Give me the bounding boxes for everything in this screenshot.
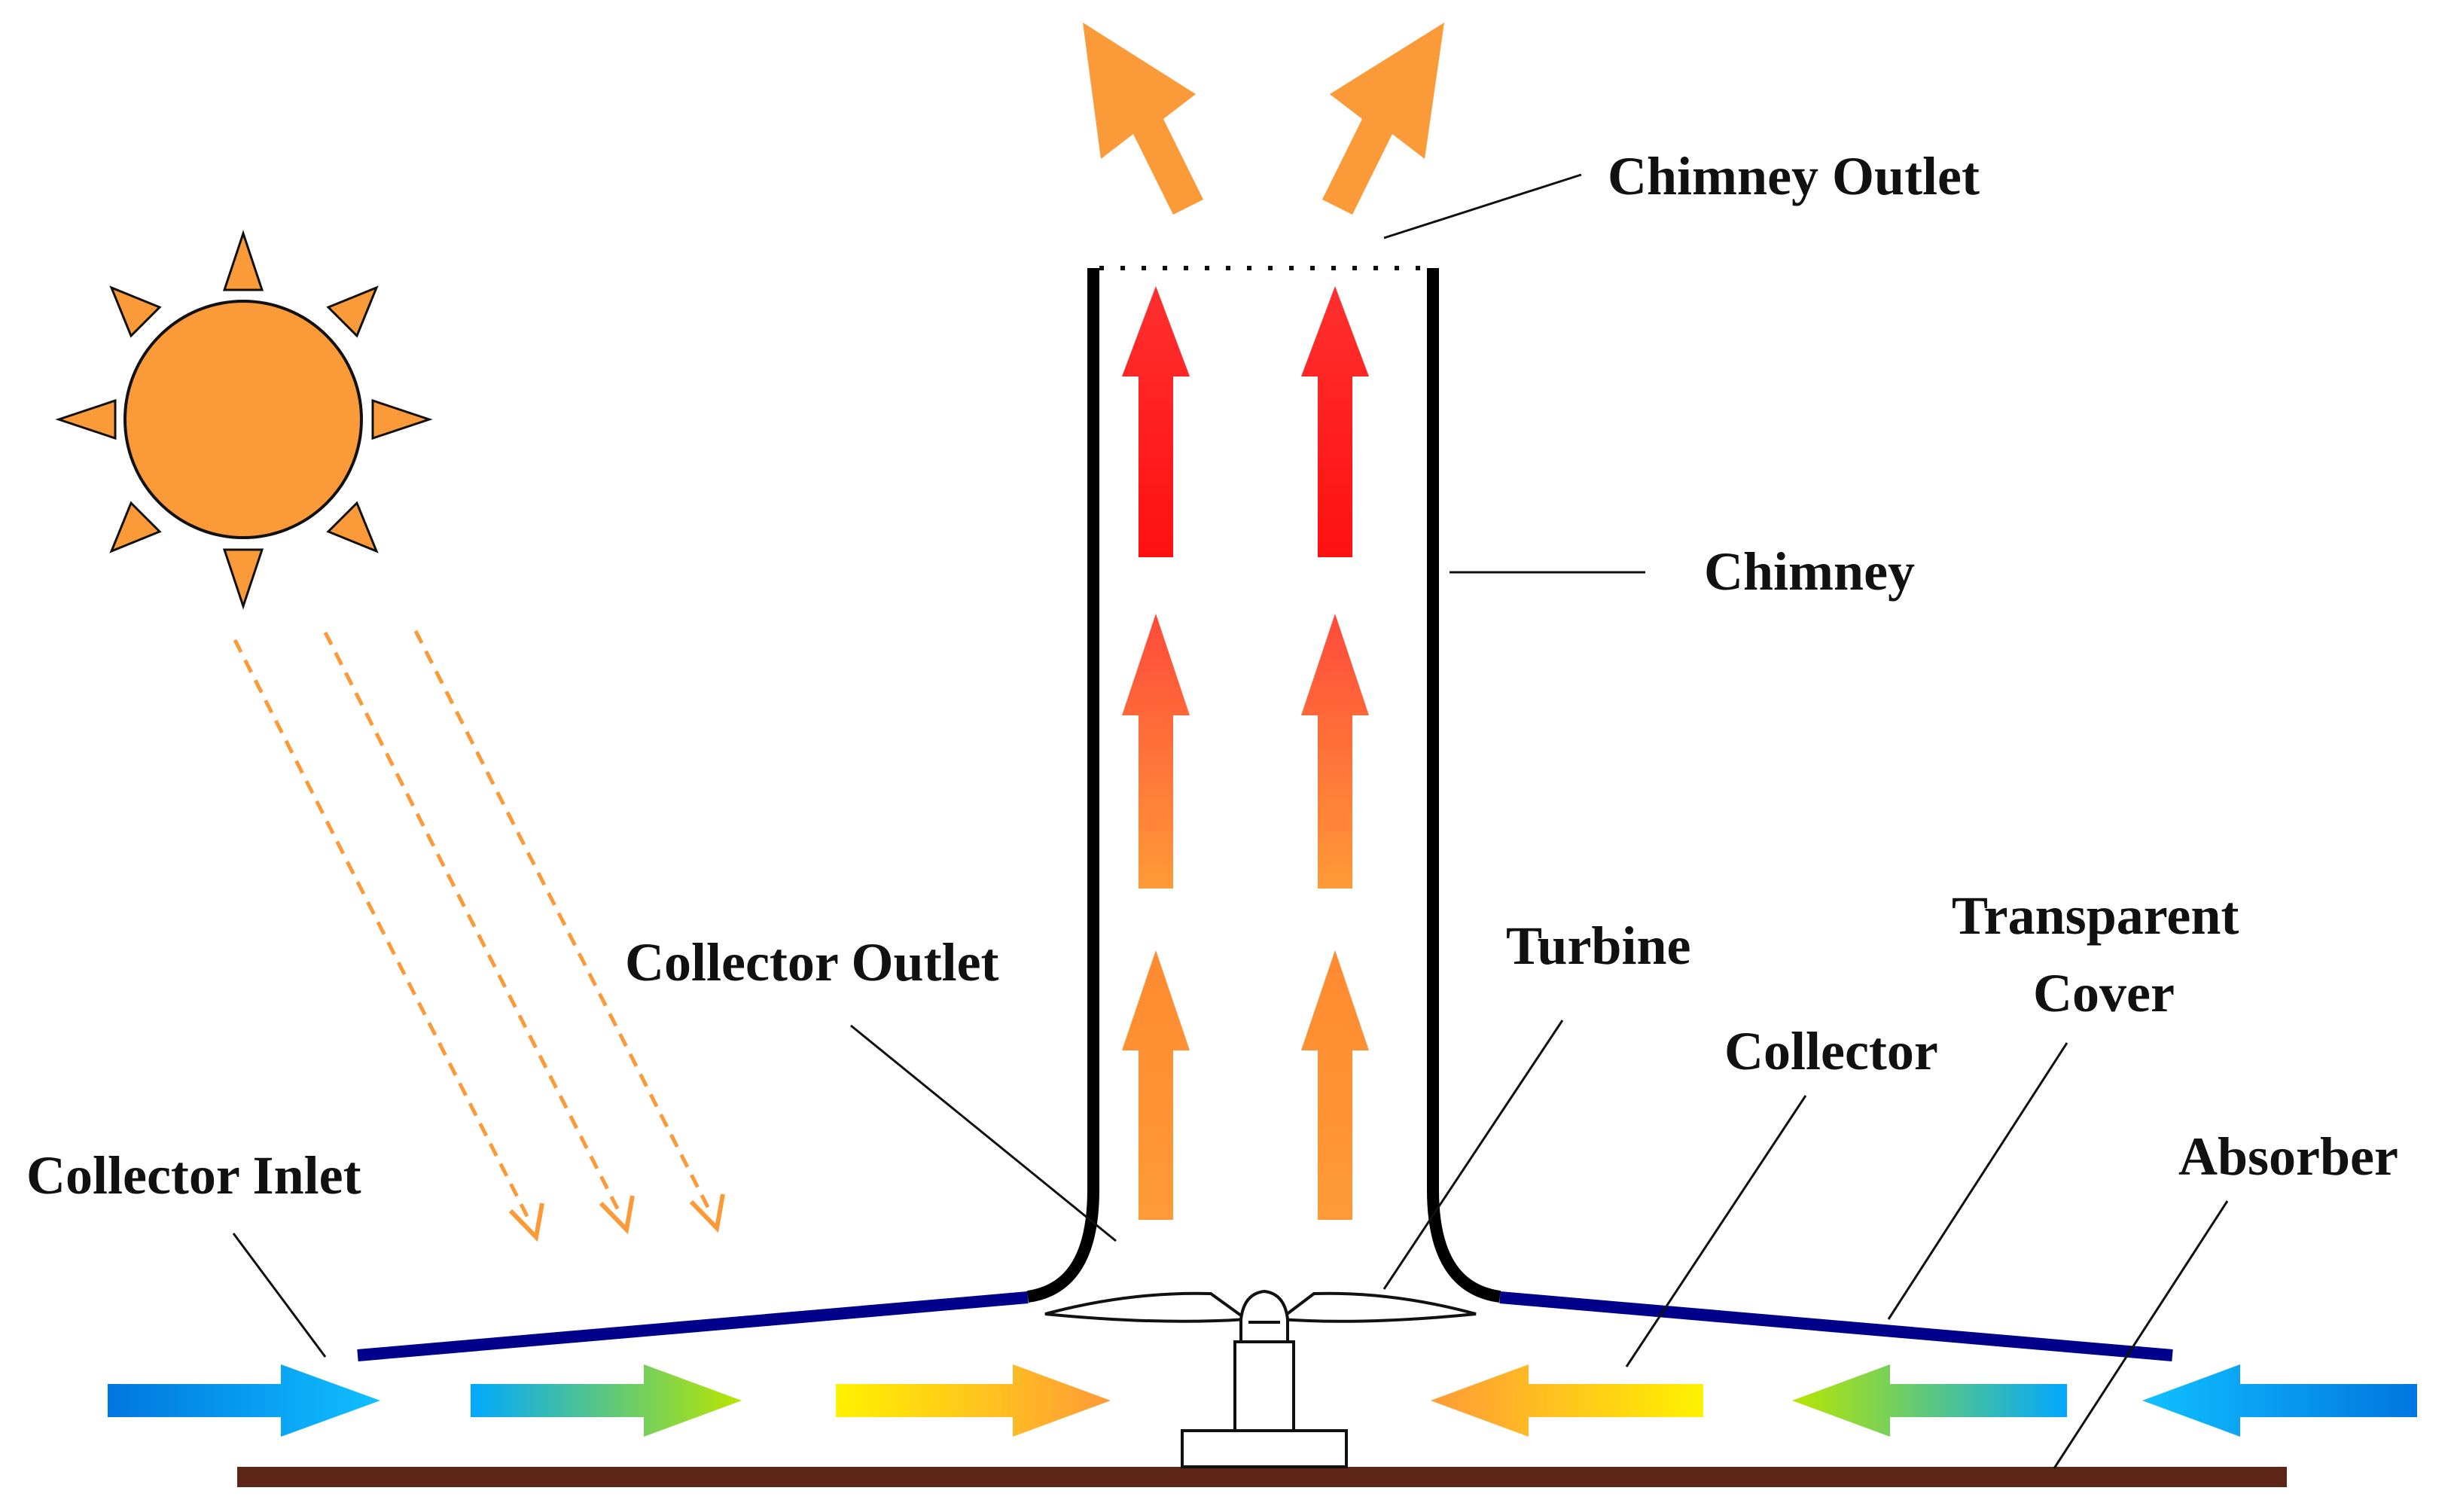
- chimney-right-wall: [1427, 268, 1501, 1303]
- transparent-cover-left: [357, 1291, 1029, 1361]
- leader-lines: [232, 173, 2229, 1469]
- leader-turbine: [1382, 1020, 1564, 1290]
- airflow-arrow-hot: [1301, 286, 1369, 557]
- sun-ray-dashed: [323, 631, 623, 1218]
- label-transparent-cover-line1: Transparent: [1952, 886, 2239, 946]
- outlet-arrow-right: [1322, 23, 1444, 215]
- leader-collector: [1625, 1095, 1807, 1367]
- sun-ray: [55, 398, 117, 440]
- sun-ray: [371, 398, 433, 440]
- airflow-arrow-inlet-left: [108, 1364, 380, 1437]
- airflow-arrow-right-inner: [1431, 1364, 1703, 1437]
- turbine-base: [1181, 1429, 1348, 1468]
- sun-disc: [123, 300, 363, 539]
- leader-collector-outlet: [850, 1024, 1117, 1242]
- turbine-shaft: [1233, 1340, 1295, 1432]
- sun-ray: [222, 548, 264, 610]
- outlet-airflow-arrows: [1083, 23, 1444, 215]
- outlet-arrow-left: [1083, 23, 1203, 215]
- leader-transparent-cover: [1887, 1042, 2068, 1320]
- turbine-hub: [1239, 1289, 1289, 1343]
- label-turbine: Turbine: [1506, 916, 1690, 976]
- airflow-arrow-left-inner: [836, 1364, 1111, 1437]
- absorber-plate: [237, 1467, 2287, 1487]
- leader-absorber: [2053, 1200, 2229, 1469]
- sun-ray: [109, 285, 162, 338]
- label-collector-inlet: Collector Inlet: [26, 1145, 361, 1206]
- leader-chimney-outlet: [1383, 173, 1582, 239]
- label-transparent-cover-line2: Cover: [2033, 963, 2175, 1023]
- turbine-blade-right: [1276, 1291, 1477, 1323]
- airflow-arrow-inlet-right: [2142, 1364, 2417, 1437]
- collector-airflow-arrows: [108, 1364, 2417, 1437]
- label-collector-outlet: Collector Outlet: [625, 932, 999, 992]
- sun-ray-dashed: [413, 629, 714, 1216]
- label-chimney-outlet: Chimney Outlet: [1608, 146, 1980, 206]
- airflow-arrow-left-mid: [471, 1364, 742, 1437]
- chimney-airflow-arrows: [1122, 286, 1369, 1220]
- airflow-arrow-hot: [1122, 286, 1190, 557]
- label-absorber: Absorber: [2178, 1126, 2398, 1187]
- sun-ray-dashed: [233, 639, 533, 1225]
- airflow-arrow-mild: [1301, 950, 1369, 1220]
- sun-ray-arrowheads: [508, 1193, 725, 1242]
- sun-ray: [326, 285, 379, 338]
- leader-collector-inlet: [232, 1233, 327, 1358]
- sun-ray: [222, 230, 264, 291]
- turbine-blade-left: [1044, 1291, 1251, 1323]
- sun-ray: [326, 501, 379, 553]
- turbine-icon: [1044, 1289, 1477, 1468]
- sun-icon: [55, 230, 433, 610]
- chimney-left-wall: [1026, 268, 1099, 1303]
- label-collector: Collector: [1724, 1021, 1938, 1081]
- airflow-arrow-mild: [1122, 950, 1190, 1220]
- airflow-arrow-warm: [1122, 614, 1190, 889]
- sun-rays-dashed: [233, 629, 714, 1225]
- sun-ray: [109, 501, 162, 553]
- airflow-arrow-right-mid: [1792, 1364, 2067, 1437]
- airflow-arrow-warm: [1301, 614, 1369, 889]
- transparent-cover-right: [1499, 1291, 2173, 1361]
- label-chimney: Chimney: [1704, 541, 1915, 602]
